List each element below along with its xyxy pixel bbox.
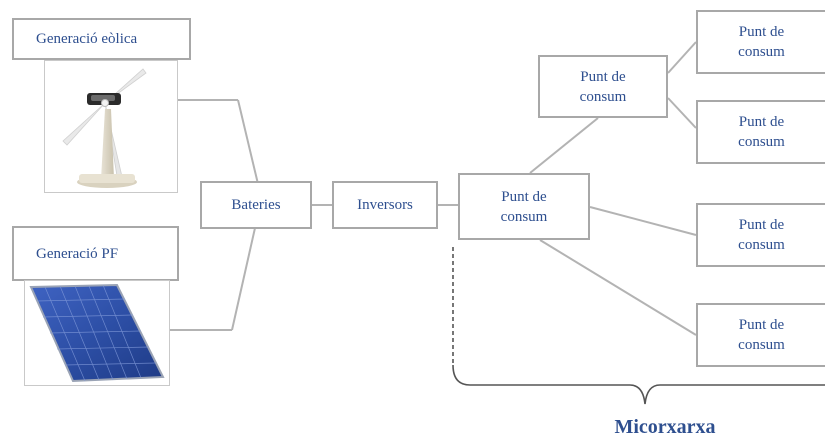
consumption-r4-line1: Punt de <box>738 317 785 333</box>
consumption-point-main: Punt de consum <box>458 173 590 240</box>
consumption-mid-line1: Punt de <box>580 68 626 85</box>
consumption-r4-line2: consum <box>738 337 785 353</box>
bateries-box: Bateries <box>200 181 312 229</box>
inversors-box: Inversors <box>332 181 438 229</box>
consumption-r3-line1: Punt de <box>738 217 785 233</box>
consumption-point-r4: Punt de consum <box>696 303 825 367</box>
connector-wind-bateries-vertical <box>237 99 259 185</box>
wind-turbine-photo <box>44 60 178 193</box>
connector-consum-r4 <box>539 239 697 336</box>
consumption-point-r1: Punt de consum <box>696 10 825 74</box>
consumption-main-line2: consum <box>500 208 548 225</box>
connector-mid-r1 <box>667 41 697 74</box>
connector-consum-mid <box>529 117 599 174</box>
connector-mid-r2 <box>667 97 697 129</box>
solar-panel-icon <box>29 283 165 383</box>
consumption-point-r3: Punt de consum <box>696 203 825 267</box>
consumption-point-r2: Punt de consum <box>696 100 825 164</box>
consumption-r3-line2: consum <box>738 237 785 253</box>
consumption-mid-line2: consum <box>579 88 627 105</box>
pv-generation-label: Generació PF <box>12 226 179 281</box>
microgrid-label: Micorxarxa <box>614 416 716 438</box>
consumption-point-mid: Punt de consum <box>538 55 668 118</box>
consumption-r1-line2: consum <box>738 44 785 60</box>
connector-consum-r3 <box>589 206 697 236</box>
wind-turbine-icon <box>62 68 147 188</box>
consumption-r2-line1: Punt de <box>738 114 785 130</box>
consumption-r2-line2: consum <box>738 134 785 150</box>
consumption-main-line1: Punt de <box>501 188 547 205</box>
consumption-r1-line1: Punt de <box>738 24 785 40</box>
solar-panel-photo <box>24 280 170 386</box>
wind-generation-label: Generació eòlica <box>12 18 191 60</box>
microgrid-brace <box>452 364 825 405</box>
connector-pv-bateries-vertical <box>231 227 256 331</box>
